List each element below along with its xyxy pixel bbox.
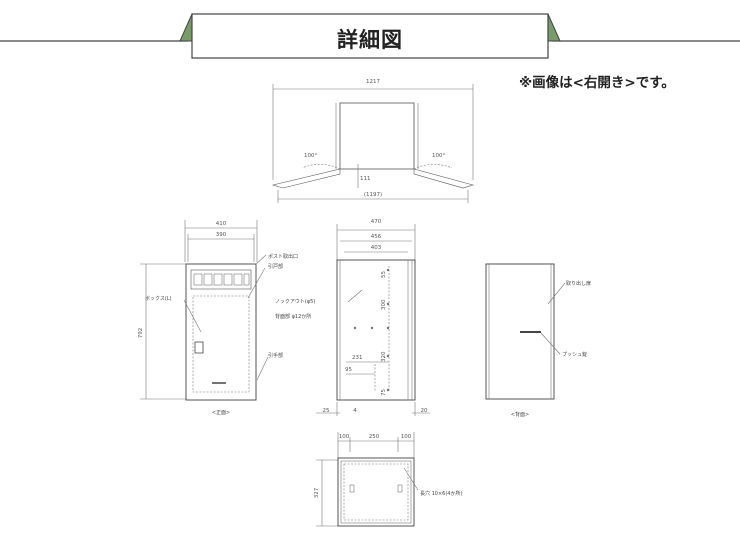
back-view-labels: 取り出し扉 プッシュ錠 <背面> — [511, 280, 591, 418]
dim-75: 75 — [381, 389, 387, 396]
banner-graphic — [0, 13, 740, 59]
callout-slot: 長穴 10×6(4か所) — [420, 490, 462, 497]
bottom-view — [316, 432, 419, 527]
dim-4: 4 — [353, 408, 357, 414]
dim-250: 250 — [369, 434, 380, 440]
side-view-labels: 470 456 403 55 300 320 231 95 75 25 4 20… — [275, 219, 428, 414]
back-view — [485, 263, 566, 400]
dim-403: 403 — [371, 245, 382, 251]
dim-456: 456 — [371, 234, 382, 240]
side-view — [316, 224, 430, 416]
callout-push-lock: プッシュ錠 — [562, 351, 587, 358]
dim-300: 300 — [381, 299, 387, 310]
callout-back-door: 取り出し扉 — [566, 280, 591, 287]
caption-back: <背面> — [511, 411, 529, 418]
front-view — [140, 220, 269, 401]
dim-470: 470 — [371, 219, 382, 225]
dim-55: 55 — [381, 271, 387, 278]
dim-100b: 100 — [401, 434, 412, 440]
callout-knob: 引手部 — [268, 352, 283, 359]
page-title: 詳細図 — [337, 28, 403, 52]
dim-410: 410 — [216, 221, 227, 227]
top-view — [271, 84, 475, 203]
callout-knockout2: 背面部 φ12か所 — [275, 313, 311, 320]
angle-left: 100° — [304, 153, 317, 159]
orientation-note: ※画像は<右開き>です。 — [519, 75, 675, 91]
header-banner: 詳細図 — [0, 0, 740, 64]
dim-95: 95 — [345, 367, 352, 373]
dim-111: 111 — [360, 176, 371, 182]
dim-1197: (1197) — [364, 192, 382, 198]
dim-792: 792 — [138, 328, 144, 339]
bottom-view-labels: 100 250 100 327 長穴 10×6(4か所) — [314, 434, 462, 498]
dim-100a: 100 — [339, 434, 350, 440]
dim-25: 25 — [323, 408, 330, 414]
callout-post: ポスト取出口 — [268, 253, 298, 260]
dim-1217: 1217 — [366, 79, 380, 85]
dim-390: 390 — [216, 232, 227, 238]
dim-320: 320 — [381, 351, 387, 362]
callout-door: ボックス(L) — [145, 295, 172, 302]
caption-front: <正面> — [212, 410, 230, 416]
angle-right: 100° — [432, 153, 445, 159]
front-view-labels: 410 390 792 ポスト取出口 引戸部 ボックス(L) 引手部 <正面> — [138, 221, 298, 416]
callout-post2: 引戸部 — [268, 263, 283, 270]
dim-231: 231 — [352, 355, 363, 361]
top-view-labels: 1217 (1197) 100° 100° 111 — [304, 79, 445, 198]
callout-knockout: ノックアウト(φ5) — [275, 298, 315, 305]
dim-327: 327 — [314, 487, 320, 498]
dim-20: 20 — [421, 408, 428, 414]
